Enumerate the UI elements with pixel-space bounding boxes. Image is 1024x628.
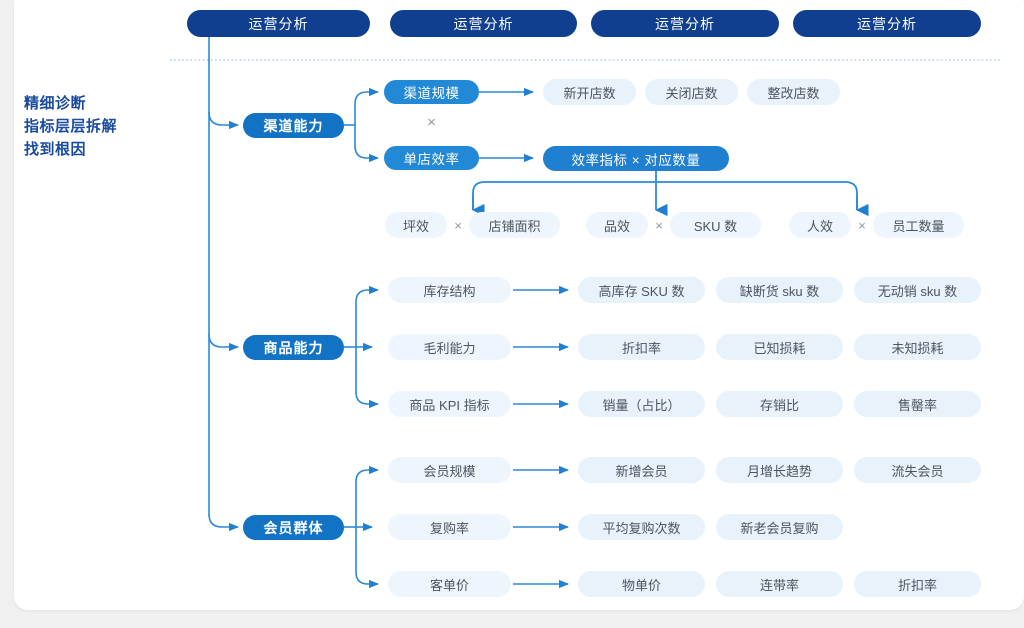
leaf-store-area[interactable]: 店铺面积 [469,212,560,238]
leaf-monthly-growth-trend[interactable]: 月增长趋势 [716,457,843,483]
operator-multiply-2: × [655,217,663,233]
leaf-new-old-member-repurchase[interactable]: 新老会员复购 [716,514,843,540]
leaf-attach-rate[interactable]: 连带率 [716,571,843,597]
tab-operations-analysis-2[interactable]: 运营分析 [390,10,577,37]
headline-line-3: 找到根因 [24,141,87,158]
leaf-closed-stores[interactable]: 关闭店数 [645,79,738,105]
tab-operations-analysis-3[interactable]: 运营分析 [591,10,779,37]
leaf-unit-price[interactable]: 物单价 [578,571,705,597]
tab-operations-analysis-4[interactable]: 运营分析 [793,10,981,37]
node-inventory-structure[interactable]: 库存结构 [388,277,511,303]
headline-block: 精细诊断 指标层层拆解 找到根因 [24,92,184,161]
leaf-no-movement-sku[interactable]: 无动销 sku 数 [854,277,981,303]
leaf-employee-count[interactable]: 员工数量 [873,212,964,238]
diagram-card [14,0,1024,610]
leaf-avg-repurchase-count[interactable]: 平均复购次数 [578,514,705,540]
node-channel-capability[interactable]: 渠道能力 [243,113,344,138]
leaf-new-stores[interactable]: 新开店数 [543,79,636,105]
leaf-out-of-stock-sku[interactable]: 缺断货 sku 数 [716,277,843,303]
leaf-churned-members[interactable]: 流失会员 [854,457,981,483]
operator-multiply-3: × [858,217,866,233]
tab-operations-analysis-1[interactable]: 运营分析 [187,10,370,37]
operator-multiply-1: × [454,217,462,233]
node-gross-margin[interactable]: 毛利能力 [388,334,511,360]
headline-line-2: 指标层层拆解 [24,118,118,135]
leaf-rectified-stores[interactable]: 整改店数 [747,79,840,105]
leaf-discount-rate-member[interactable]: 折扣率 [854,571,981,597]
leaf-known-loss[interactable]: 已知损耗 [716,334,843,360]
node-member-scale[interactable]: 会员规模 [388,457,511,483]
node-product-capability[interactable]: 商品能力 [243,335,344,360]
leaf-sell-through-rate[interactable]: 售罄率 [854,391,981,417]
leaf-high-stock-sku[interactable]: 高库存 SKU 数 [578,277,705,303]
node-efficiency-formula[interactable]: 效率指标 × 对应数量 [543,146,729,171]
operator-multiply-channel: × [427,113,436,131]
leaf-new-members[interactable]: 新增会员 [578,457,705,483]
leaf-sales-per-employee[interactable]: 人效 [789,212,851,238]
leaf-discount-rate-product[interactable]: 折扣率 [578,334,705,360]
headline-line-1: 精细诊断 [24,95,87,112]
node-single-store-efficiency[interactable]: 单店效率 [384,146,479,170]
leaf-sales-per-sku[interactable]: 品效 [586,212,648,238]
leaf-unknown-loss[interactable]: 未知损耗 [854,334,981,360]
leaf-sales-per-sqm[interactable]: 坪效 [385,212,447,238]
leaf-stock-sales-ratio[interactable]: 存销比 [716,391,843,417]
node-product-kpi[interactable]: 商品 KPI 指标 [388,391,511,417]
node-avg-order-value[interactable]: 客单价 [388,571,511,597]
node-member-group[interactable]: 会员群体 [243,515,344,540]
node-repurchase-rate[interactable]: 复购率 [388,514,511,540]
node-channel-scale[interactable]: 渠道规模 [384,80,479,104]
leaf-sku-count[interactable]: SKU 数 [670,212,761,238]
leaf-sales-volume-share[interactable]: 销量（占比） [578,391,705,417]
